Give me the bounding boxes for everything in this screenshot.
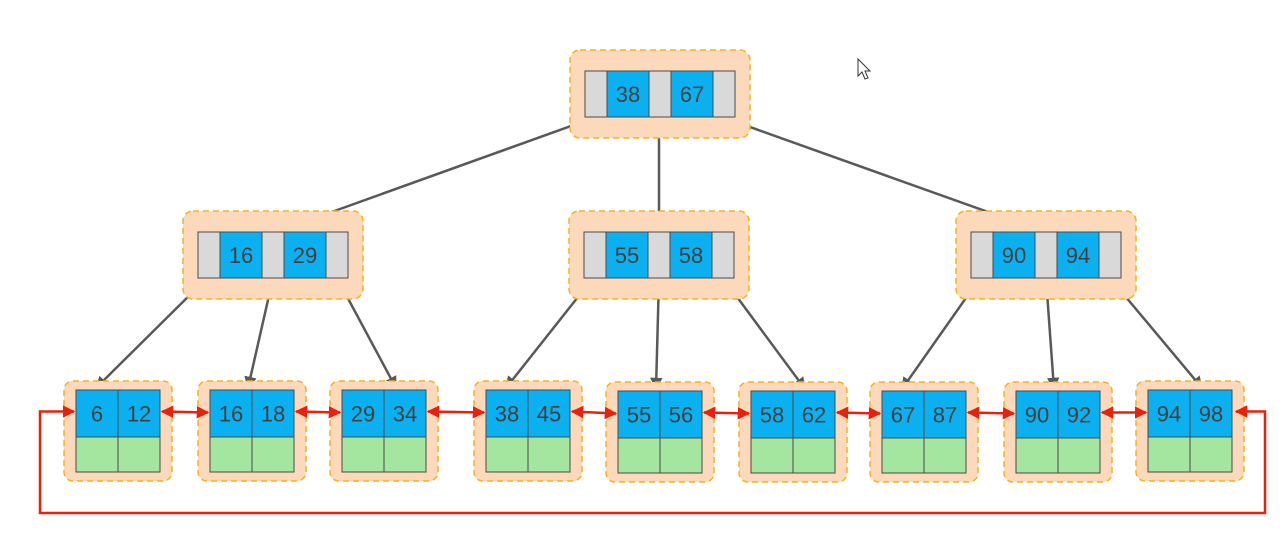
- leaf-data-cell: [1147, 436, 1191, 473]
- leaf-key-label: 38: [495, 402, 519, 427]
- key-label: 38: [616, 82, 640, 107]
- key-label: 90: [1002, 243, 1026, 268]
- leaf-link-1: [294, 405, 342, 419]
- leaf-data-cell: [1015, 437, 1059, 474]
- pointer-cell: [711, 231, 735, 279]
- leaf-data-cell: [209, 436, 253, 473]
- leaf-node-0: 6 12: [63, 380, 173, 482]
- leaf-link-2: [426, 405, 486, 419]
- leaf-data-cell: [659, 437, 703, 474]
- leaf-key-label: 94: [1157, 402, 1181, 427]
- pointer-cell: [325, 231, 349, 279]
- pointer-cell: [1034, 231, 1058, 279]
- leaf-data-cell: [383, 436, 427, 473]
- pointer-cell: [1098, 231, 1122, 279]
- leaf-data-cell: [341, 436, 385, 473]
- leaf-key-label: 45: [537, 402, 561, 427]
- pointer-cell: [647, 231, 671, 279]
- key-label: 16: [229, 243, 253, 268]
- leaf-data-cell: [792, 437, 836, 474]
- leaf-link-6: [966, 406, 1016, 420]
- leaf-wrap-link: [38, 405, 1267, 515]
- leaf-key-label: 92: [1067, 403, 1091, 428]
- internal-node-1: 55 58: [568, 210, 750, 300]
- leaf-link-0: [160, 405, 210, 419]
- leaf-data-cell: [750, 437, 794, 474]
- pointer-cell: [584, 70, 608, 118]
- leaf-key-label: 12: [127, 402, 151, 427]
- leaf-links: [38, 405, 1267, 515]
- leaf-data-cell: [881, 437, 925, 474]
- leaf-data-cell: [485, 436, 529, 473]
- key-label: 58: [679, 243, 703, 268]
- key-label: 94: [1066, 243, 1090, 268]
- key-label: 55: [615, 243, 639, 268]
- pointer-cell: [712, 70, 736, 118]
- leaf-node-5: 58 62: [738, 381, 848, 483]
- leaf-link-4: [702, 406, 751, 420]
- leaf-key-label: 90: [1025, 403, 1049, 428]
- leaf-data-cell: [75, 436, 119, 473]
- leaf-data-cell: [527, 436, 571, 473]
- key-cell: [669, 231, 713, 279]
- leaf-link-5: [835, 406, 882, 420]
- leaf-key-label: 58: [760, 403, 784, 428]
- leaf-key-label: 62: [802, 403, 826, 428]
- mouse-pointer-icon: [857, 57, 872, 80]
- leaf-key-label: 87: [933, 403, 957, 428]
- pointer-cell: [648, 70, 672, 118]
- pointer-cell: [970, 231, 994, 279]
- leaf-key-label: 16: [219, 402, 243, 427]
- key-cell: [1056, 231, 1100, 279]
- leaf-data-cell: [1057, 437, 1101, 474]
- leaf-key-label: 67: [891, 403, 915, 428]
- leaf-key-label: 98: [1199, 402, 1223, 427]
- leaf-key-label: 18: [261, 402, 285, 427]
- leaf-data-cell: [251, 436, 295, 473]
- leaf-node-8: 94 98: [1135, 380, 1245, 482]
- key-label: 67: [680, 82, 704, 107]
- key-cell: [219, 231, 263, 279]
- leaf-node-4: 55 56: [605, 381, 715, 483]
- leaf-data-cell: [617, 437, 661, 474]
- leaf-key-label: 34: [393, 402, 417, 427]
- root-node: 38 67: [569, 49, 751, 139]
- leaf-key-label: 55: [627, 403, 651, 428]
- internal-node-2: 90 94: [955, 210, 1137, 300]
- pointer-cell: [583, 231, 607, 279]
- pointer-cell: [197, 231, 221, 279]
- leaf-node-2: 29 34: [329, 380, 439, 482]
- leaf-key-label: 6: [91, 402, 103, 427]
- leaf-node-3: 38 45: [473, 380, 583, 482]
- leaf-node-6: 67 87: [869, 381, 979, 483]
- key-label: 29: [293, 243, 317, 268]
- leaf-node-7: 90 92: [1003, 381, 1113, 483]
- leaf-data-cell: [1189, 436, 1233, 473]
- leaf-data-cell: [923, 437, 967, 474]
- pointer-cell: [261, 231, 285, 279]
- leaf-key-label: 56: [669, 403, 693, 428]
- leaf-data-cell: [117, 436, 161, 473]
- leaf-key-label: 29: [351, 402, 375, 427]
